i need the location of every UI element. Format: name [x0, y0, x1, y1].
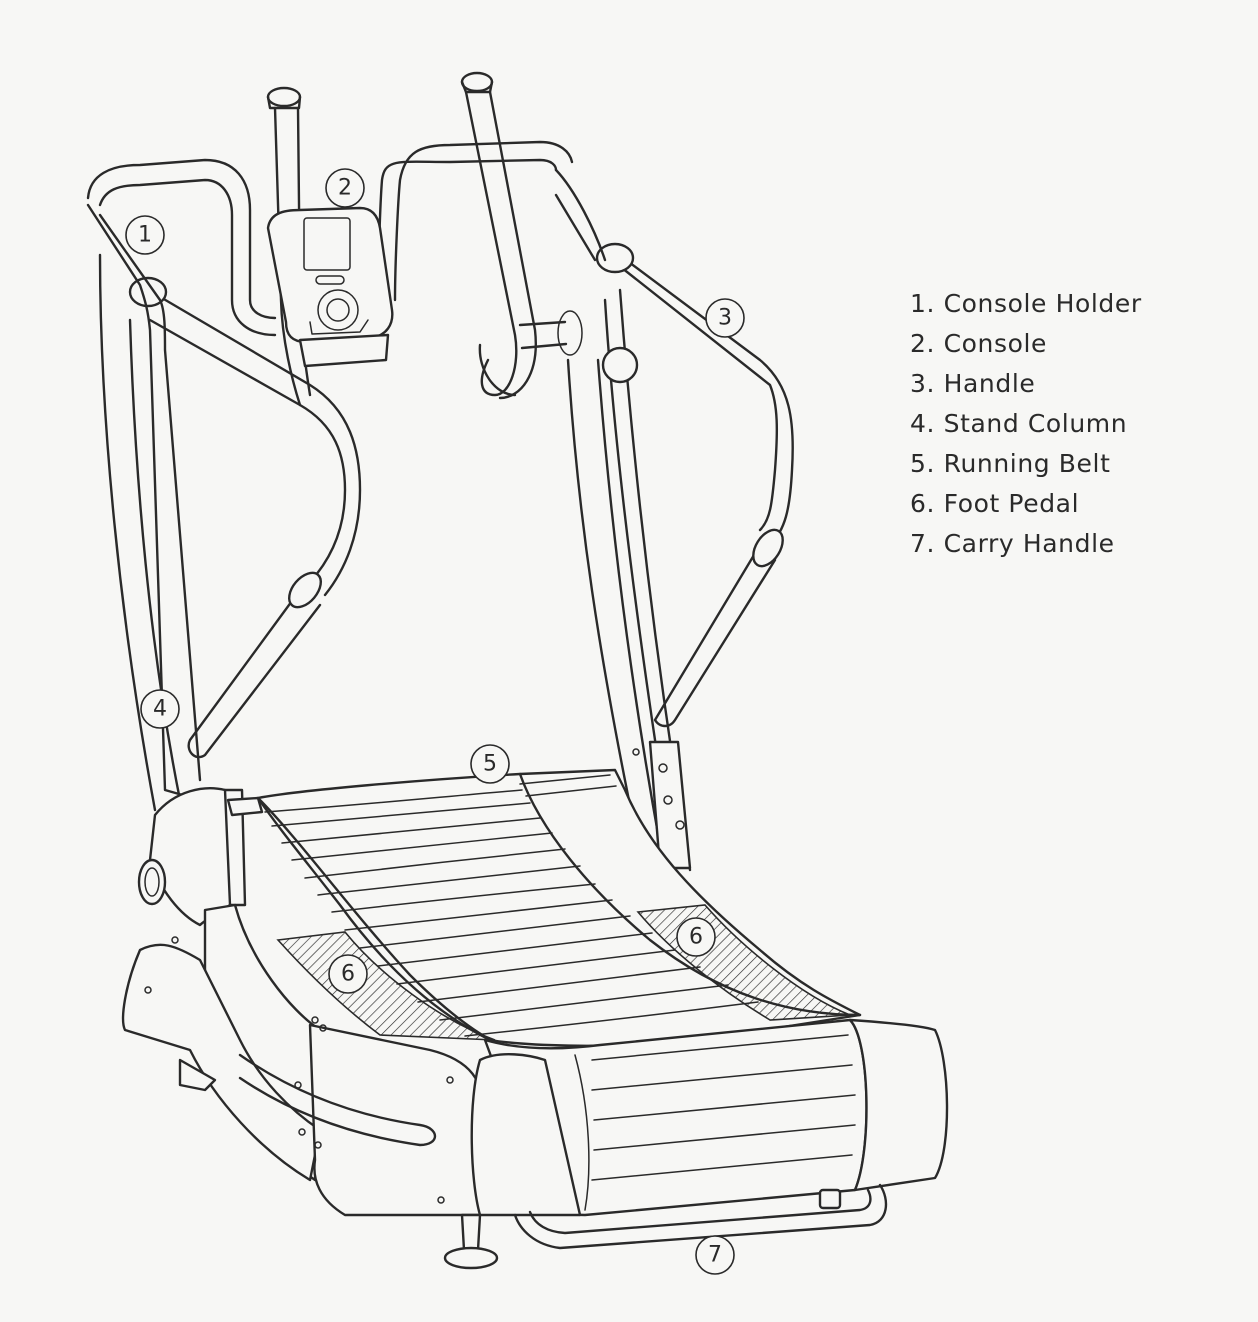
foot-pedal-left [276, 931, 496, 1041]
left-side-housing [121, 787, 487, 1217]
legend-item-running-belt: 5. Running Belt [910, 449, 1111, 478]
front-roller [470, 1018, 949, 1217]
callout-6-right: 6 [676, 917, 716, 957]
legend-item-foot-pedal: 6. Foot Pedal [910, 489, 1080, 518]
legend-item-carry-handle: 7. Carry Handle [910, 529, 1115, 558]
callout-2: 2 [325, 168, 365, 208]
callout-1: 1 [125, 215, 165, 255]
callout-7: 7 [695, 1235, 735, 1275]
callout-5: 5 [470, 744, 510, 784]
callout-3: 3 [705, 298, 745, 338]
callout-4: 4 [140, 689, 180, 729]
right-stand-column [554, 168, 692, 872]
legend-item-console-holder: 1. Console Holder [910, 289, 1142, 318]
svg-text:6: 6 [341, 962, 355, 987]
console [266, 206, 394, 368]
callout-6-left: 6 [328, 954, 368, 994]
legend-item-handle: 3. Handle [910, 369, 1036, 398]
right-handle [595, 242, 794, 728]
legend-item-console: 2. Console [910, 329, 1048, 358]
svg-text:4: 4 [153, 697, 167, 722]
svg-text:3: 3 [718, 306, 732, 331]
svg-text:1: 1 [138, 223, 152, 248]
svg-text:7: 7 [708, 1243, 722, 1268]
svg-text:5: 5 [483, 752, 497, 777]
legend-item-stand-column: 4. Stand Column [910, 409, 1128, 438]
right-post [460, 71, 583, 400]
leveling-foot [443, 1213, 499, 1270]
parts-legend: 1. Console Holder 2. Console 3. Handle 4… [910, 284, 1142, 564]
svg-text:6: 6 [689, 925, 703, 950]
svg-text:2: 2 [338, 176, 352, 201]
